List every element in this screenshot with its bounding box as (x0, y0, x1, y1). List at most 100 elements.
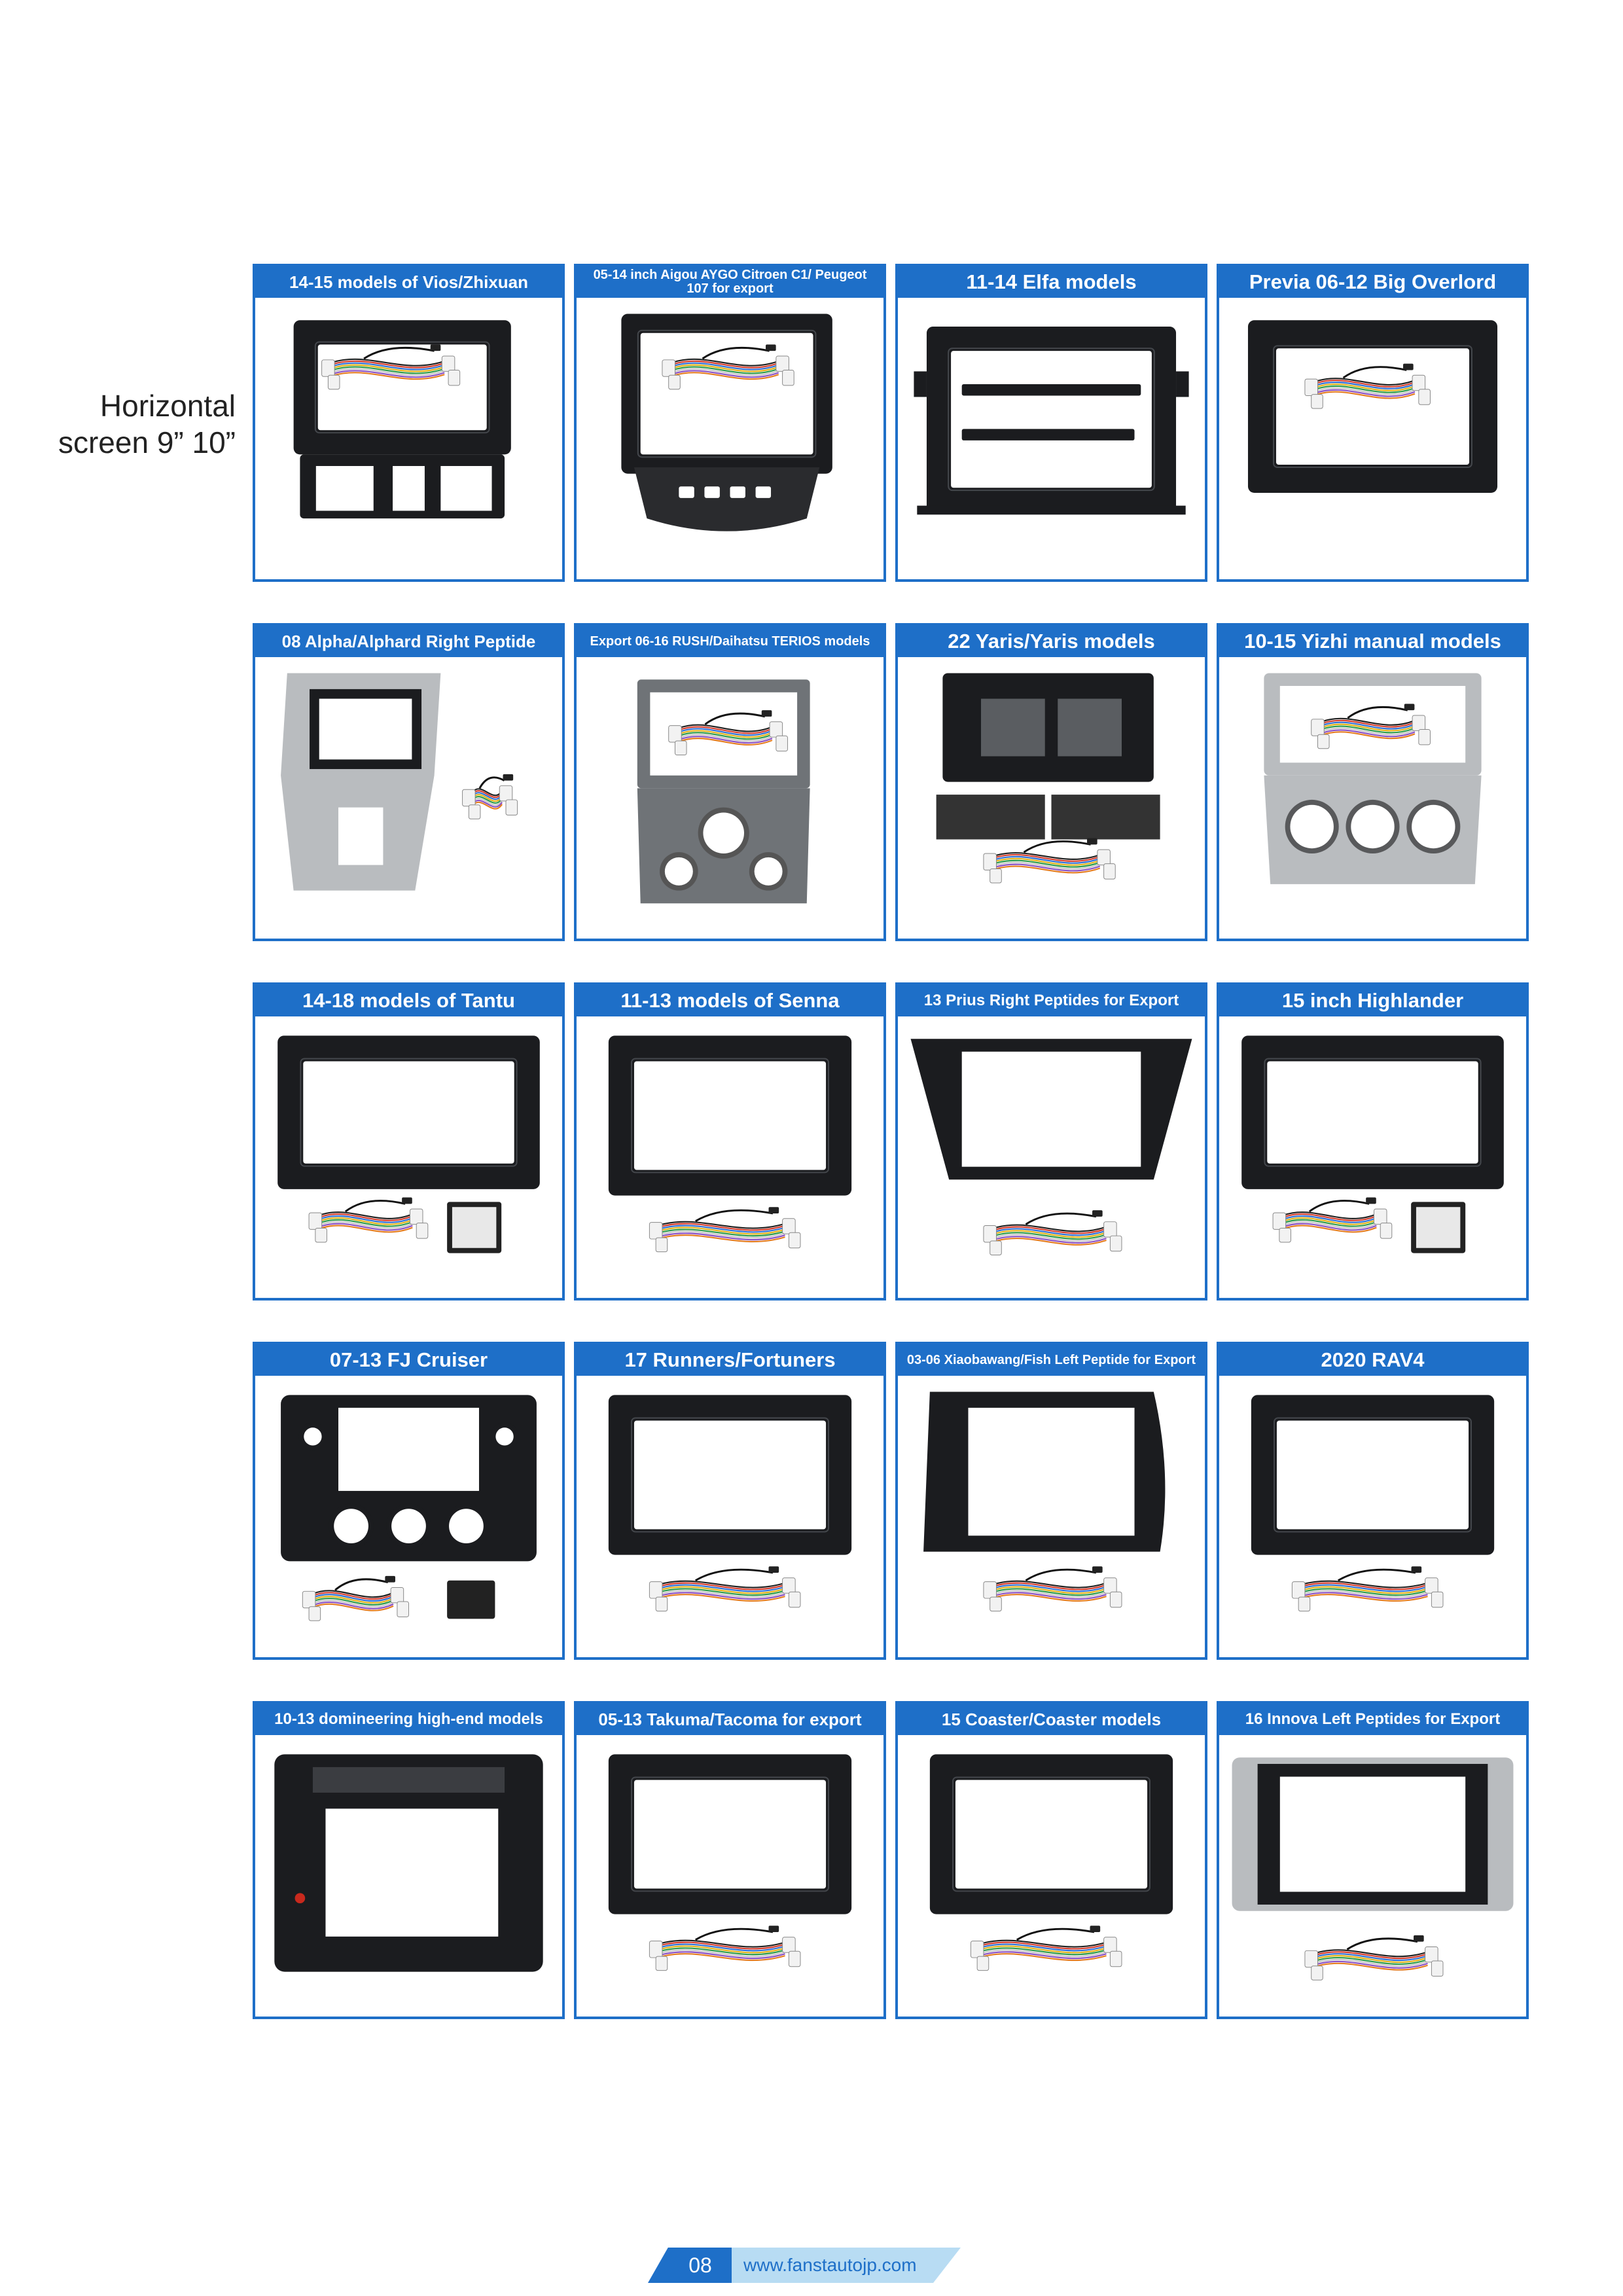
product-title: 03-06 Xiaobawang/Fish Left Peptide for E… (898, 1344, 1205, 1376)
product-image (923, 1391, 1166, 1612)
wire-harness (662, 344, 794, 390)
frame (1251, 1395, 1495, 1555)
product-card[interactable]: 11-13 models of Senna (574, 982, 886, 1300)
wire-harness (1272, 1197, 1393, 1243)
product-image (274, 1754, 543, 1972)
section-label-line1: Horizontal (99, 389, 236, 423)
product-image-area (898, 1376, 1205, 1657)
wire-harness (462, 774, 518, 819)
website-link[interactable]: www.fanstautojp.com (732, 2248, 961, 2283)
product-image (637, 679, 810, 904)
product-image-area (255, 1376, 562, 1657)
frame (608, 1035, 852, 1196)
wire-harness (302, 1575, 409, 1621)
product-image (277, 1035, 540, 1253)
product-image-area (577, 1376, 883, 1657)
product-image (608, 1395, 852, 1612)
product-image (1241, 1035, 1504, 1253)
product-image-area (577, 1016, 883, 1298)
product-image-area (255, 298, 562, 579)
product-image-area (255, 1735, 562, 2017)
product-card[interactable]: Export 06-16 RUSH/Daihatsu TERIOS models (574, 623, 886, 941)
product-card[interactable]: 16 Innova Left Peptides for Export (1217, 1701, 1529, 2019)
product-title: 05-14 inch Aigou AYGO Citroen C1/ Peugeo… (577, 266, 883, 298)
product-image-area (577, 657, 883, 939)
product-card[interactable]: 10-13 domineering high-end models (253, 1701, 565, 2019)
product-grid: 14-15 models of Vios/Zhixuan 05-14 inch A… (253, 264, 1529, 2019)
frame (621, 314, 832, 474)
product-image-area (255, 1016, 562, 1298)
product-image-area (1219, 298, 1526, 579)
frame (929, 1754, 1173, 1914)
wire-harness (649, 1207, 801, 1253)
product-image-area (898, 657, 1205, 939)
frame (608, 1754, 852, 1914)
product-card[interactable]: 05-13 Takuma/Tacoma for export (574, 1701, 886, 2019)
product-card[interactable]: 22 Yaris/Yaris models (895, 623, 1207, 941)
product-title: 10-13 domineering high-end models (255, 1704, 562, 1735)
product-image-area (898, 1016, 1205, 1298)
product-image (929, 1754, 1173, 1971)
frame (1241, 1035, 1504, 1189)
product-image-area (255, 657, 562, 939)
product-title: 22 Yaris/Yaris models (898, 626, 1205, 657)
wire-harness (668, 710, 788, 756)
footer: 08 www.fanstautojp.com (648, 2248, 975, 2283)
product-title: 11-13 models of Senna (577, 985, 883, 1016)
product-card[interactable]: 15 Coaster/Coaster models (895, 1701, 1207, 2019)
product-image-area (577, 1735, 883, 2017)
product-title: Previa 06-12 Big Overlord (1219, 266, 1526, 298)
product-image (1232, 1757, 1514, 1981)
product-title: 2020 RAV4 (1219, 1344, 1526, 1376)
product-image (910, 1039, 1192, 1255)
product-title: 14-18 models of Tantu (255, 985, 562, 1016)
product-title: 16 Innova Left Peptides for Export (1219, 1704, 1526, 1735)
product-title: Export 06-16 RUSH/Daihatsu TERIOS models (577, 626, 883, 657)
wire-harness (321, 344, 461, 390)
product-card[interactable]: 14-15 models of Vios/Zhixuan (253, 264, 565, 582)
frame (926, 327, 1177, 512)
wire-harness (1291, 1566, 1444, 1612)
product-card[interactable]: 10-15 Yizhi manual models (1217, 623, 1529, 941)
product-image (1247, 320, 1498, 493)
product-card[interactable]: 13 Prius Right Peptides for Export (895, 982, 1207, 1300)
product-image (1264, 673, 1482, 884)
product-card[interactable]: 17 Runners/Fortuners (574, 1342, 886, 1660)
product-title: 15 Coaster/Coaster models (898, 1704, 1205, 1735)
product-card[interactable]: 15 inch Highlander (1217, 982, 1529, 1300)
product-image (914, 327, 1189, 515)
product-card[interactable]: 03-06 Xiaobawang/Fish Left Peptide for E… (895, 1342, 1207, 1660)
product-image-area (1219, 657, 1526, 939)
product-card[interactable]: 07-13 FJ Cruiser (253, 1342, 565, 1660)
wire-harness (649, 1566, 801, 1612)
frame (277, 1035, 540, 1189)
product-image (293, 320, 511, 519)
product-title: 07-13 FJ Cruiser (255, 1344, 562, 1376)
frame (608, 1395, 852, 1555)
wire-harness (983, 1210, 1122, 1255)
product-image (281, 673, 518, 891)
product-title: 13 Prius Right Peptides for Export (898, 985, 1205, 1016)
product-title: 15 inch Highlander (1219, 985, 1526, 1016)
wire-harness (983, 1566, 1122, 1612)
product-image (281, 1395, 537, 1621)
product-title: 11-14 Elfa models (898, 266, 1205, 298)
product-image (608, 1754, 852, 1971)
product-card[interactable]: Previa 06-12 Big Overlord (1217, 264, 1529, 582)
product-card[interactable]: 14-18 models of Tantu (253, 982, 565, 1300)
wire-harness (308, 1197, 429, 1243)
product-image (1251, 1395, 1495, 1612)
product-card[interactable]: 2020 RAV4 (1217, 1342, 1529, 1660)
wire-harness (983, 838, 1116, 884)
product-title: 14-15 models of Vios/Zhixuan (255, 266, 562, 298)
product-card[interactable]: 11-14 Elfa models (895, 264, 1207, 582)
wire-harness (970, 1926, 1122, 1971)
product-image-area (898, 298, 1205, 579)
product-card[interactable]: 08 Alpha/Alphard Right Peptide (253, 623, 565, 941)
wire-harness (1304, 1935, 1444, 1981)
wire-harness (1304, 363, 1431, 409)
page-number: 08 (648, 2248, 740, 2283)
product-image-area (898, 1735, 1205, 2017)
product-card[interactable]: 05-14 inch Aigou AYGO Citroen C1/ Peugeo… (574, 264, 886, 582)
product-title: 17 Runners/Fortuners (577, 1344, 883, 1376)
